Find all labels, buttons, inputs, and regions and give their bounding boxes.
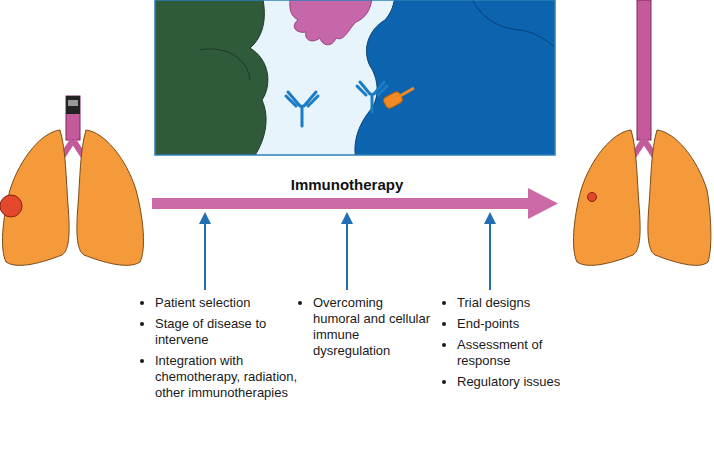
pointer-line [204, 222, 206, 290]
pointer-head [341, 212, 353, 224]
cell-illustration [150, 0, 560, 160]
bullet-list: Trial designsEnd-pointsAssessment of res… [443, 295, 575, 395]
bullet-item: Integration with chemotherapy, radiation… [155, 353, 305, 401]
bullet-item: Assessment of response [457, 337, 575, 369]
pointer-line [346, 222, 348, 290]
bullet-item: Patient selection [155, 295, 305, 311]
bullet-item: Stage of disease to intervene [155, 316, 305, 348]
cell-contour [470, 0, 555, 52]
tumor-cell [155, 0, 268, 155]
pointer-arrows [199, 212, 496, 290]
pointer-head [199, 212, 211, 224]
bullet-list: Overcoming humoral and cellular immune d… [299, 295, 431, 364]
bullet-item: End-points [457, 316, 575, 332]
arrow-head [528, 188, 558, 219]
antibody [286, 92, 318, 126]
right-lung [77, 130, 144, 265]
illustration-frame [155, 0, 555, 155]
bullet-list: Patient selectionStage of disease to int… [141, 295, 305, 406]
left-lung [574, 130, 641, 265]
tumor-small [588, 193, 597, 202]
pointer-head [484, 212, 496, 224]
dendritic-cell [290, 0, 372, 45]
arrow-title: Immunotherapy [291, 176, 404, 193]
lungs-after [574, 0, 711, 265]
tumor-large [0, 195, 22, 217]
arrow-shaft [152, 198, 534, 209]
trachea-top [66, 96, 80, 114]
right-lung [648, 130, 711, 265]
cell-contour [200, 49, 250, 80]
lungs-before [0, 96, 143, 265]
bullet-item: Trial designs [457, 295, 575, 311]
trachea [637, 0, 651, 140]
bullet-item: Overcoming humoral and cellular immune d… [313, 295, 431, 359]
pointer-line [489, 222, 491, 290]
t-cell [355, 0, 555, 155]
antibody-drug-conjugate [382, 88, 414, 110]
trachea [66, 96, 80, 140]
antibody [357, 82, 387, 112]
trachea-top [68, 100, 78, 106]
bullet-item: Regulatory issues [457, 374, 575, 390]
